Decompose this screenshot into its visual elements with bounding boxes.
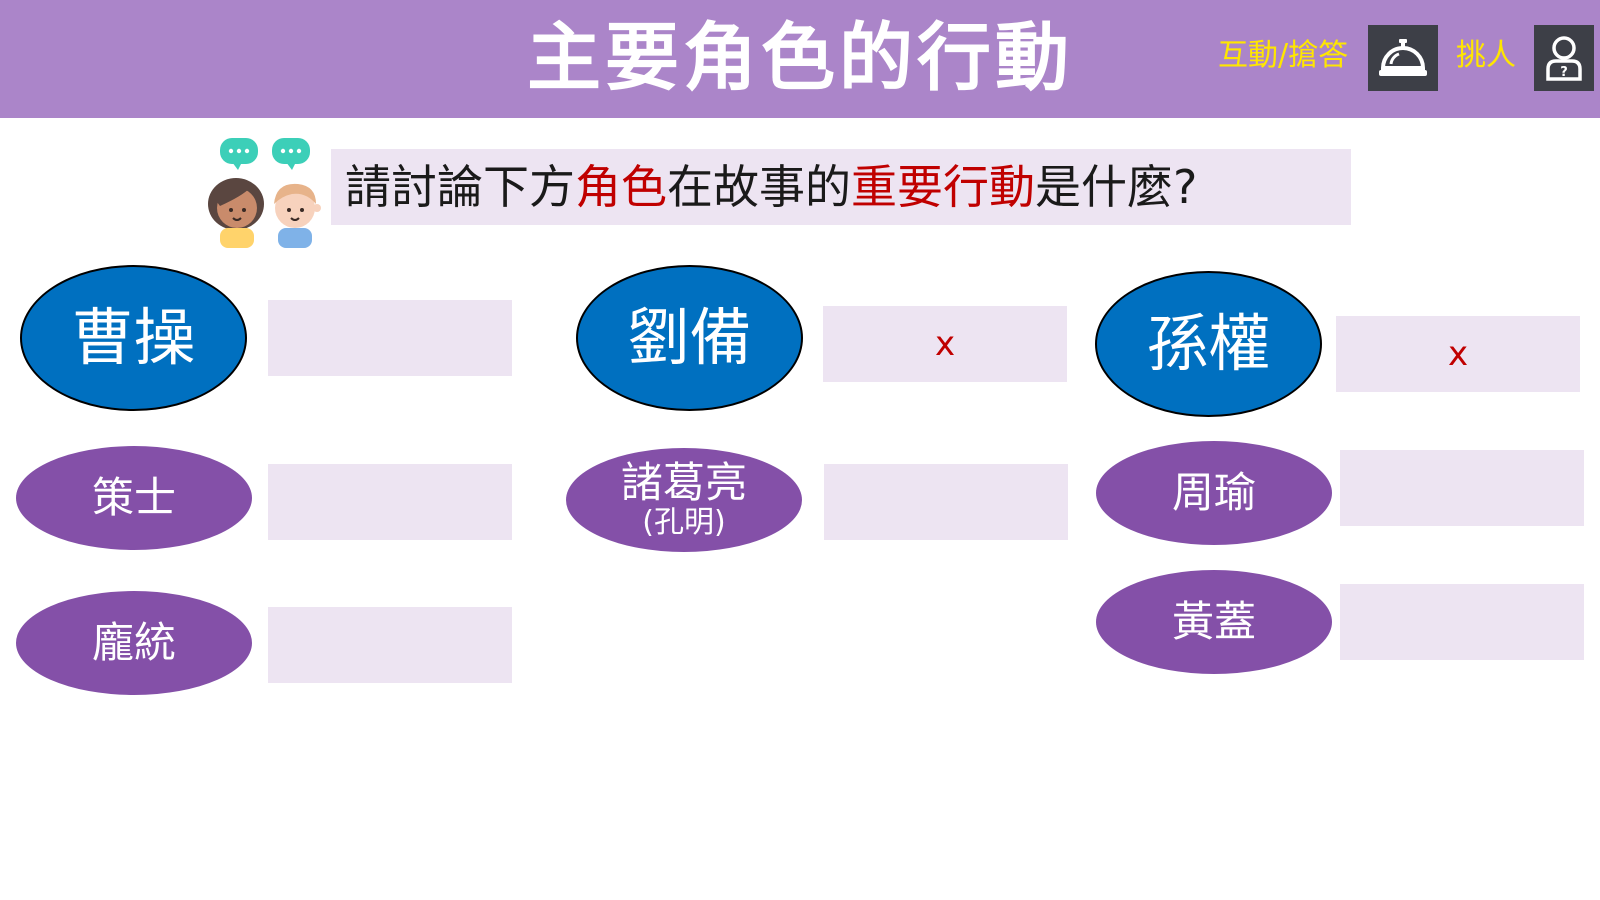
answer-box-huang-gai[interactable] bbox=[1340, 584, 1584, 660]
character-name: 孫權 bbox=[1146, 307, 1271, 380]
person-question-icon: ? bbox=[1546, 36, 1582, 81]
answer-box-sun-quan[interactable]: x bbox=[1336, 316, 1580, 392]
service-bell-icon bbox=[1379, 39, 1427, 76]
pick-label: 挑人 bbox=[1456, 38, 1516, 73]
character-sun-quan[interactable]: 孫權 bbox=[1095, 271, 1322, 417]
interact-button[interactable] bbox=[1368, 25, 1438, 91]
character-name: 策士 bbox=[91, 473, 176, 522]
answer-box-zhou-yu[interactable] bbox=[1340, 450, 1584, 526]
answer-box-zhuge-liang[interactable] bbox=[824, 464, 1068, 540]
interact-label: 互動/搶答 bbox=[1218, 38, 1349, 73]
pick-person-button[interactable]: ? bbox=[1534, 25, 1594, 91]
character-name: 劉備 bbox=[627, 301, 752, 374]
question-text-2: 在故事的 bbox=[667, 160, 851, 214]
character-pang-tong[interactable]: 龐統 bbox=[16, 591, 252, 695]
discussion-people-icon bbox=[208, 138, 321, 248]
question-text-1: 請討論下方 bbox=[345, 160, 575, 214]
answer-box-pang-tong[interactable] bbox=[268, 607, 512, 683]
answer-box-liu-bei[interactable]: x bbox=[823, 306, 1067, 382]
question-text-3: 是什麼? bbox=[1035, 160, 1198, 214]
question-prompt: 請討論下方角色在故事的重要行動是什麼? bbox=[331, 149, 1351, 225]
header-bar: 主要角色的行動 互動/搶答 挑人 ? bbox=[0, 0, 1600, 118]
character-name: 龐統 bbox=[91, 618, 176, 667]
character-zhuge-liang[interactable]: 諸葛亮 (孔明) bbox=[566, 448, 802, 552]
character-name: 周瑜 bbox=[1171, 468, 1256, 517]
character-strategist[interactable]: 策士 bbox=[16, 446, 252, 550]
character-name: 黃蓋 bbox=[1171, 597, 1256, 646]
character-name: 曹操 bbox=[71, 301, 196, 374]
answer-box-cao-cao[interactable] bbox=[268, 300, 512, 376]
page-title: 主要角色的行動 bbox=[527, 15, 1073, 101]
character-cao-cao[interactable]: 曹操 bbox=[20, 265, 247, 411]
svg-text:?: ? bbox=[1560, 65, 1568, 80]
character-huang-gai[interactable]: 黃蓋 bbox=[1096, 570, 1332, 674]
question-highlight-action: 重要行動 bbox=[851, 160, 1035, 214]
character-name: 諸葛亮 bbox=[620, 458, 747, 507]
character-zhou-yu[interactable]: 周瑜 bbox=[1096, 441, 1332, 545]
question-highlight-character: 角色 bbox=[575, 160, 667, 214]
character-liu-bei[interactable]: 劉備 bbox=[576, 265, 803, 411]
answer-box-strategist[interactable] bbox=[268, 464, 512, 540]
character-alias: (孔明) bbox=[642, 505, 726, 540]
